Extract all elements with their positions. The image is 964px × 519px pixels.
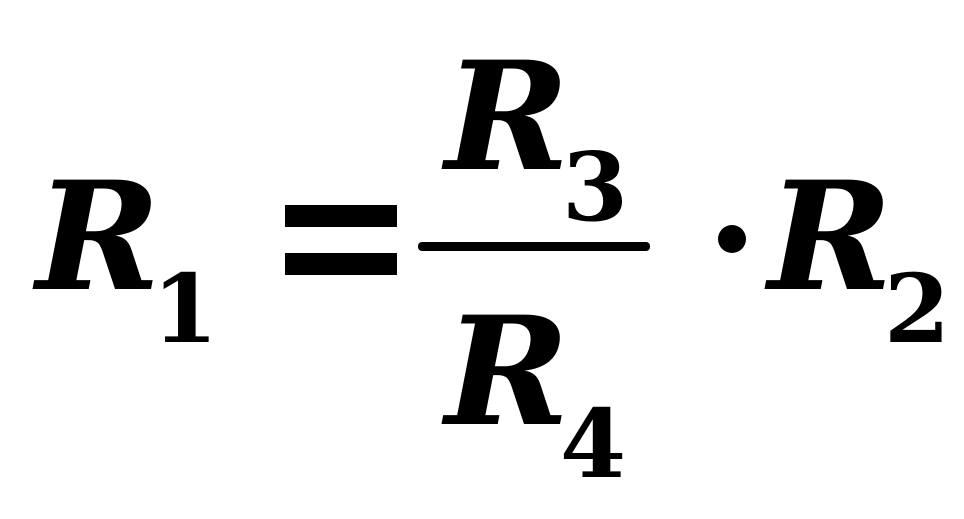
lhs-subscript: 1 xyxy=(152,254,219,365)
multiplication-dot xyxy=(718,225,746,253)
fraction-bar xyxy=(418,242,650,251)
equals-bar-bottom xyxy=(285,253,397,275)
factor-variable: R xyxy=(768,149,893,325)
equals-sign xyxy=(285,205,397,275)
equals-bar-top xyxy=(285,205,397,227)
denominator-variable: R xyxy=(445,284,570,460)
denominator-subscript: 4 xyxy=(560,389,627,500)
lhs-variable: R xyxy=(36,149,161,325)
factor-subscript: 2 xyxy=(884,254,951,365)
numerator-subscript: 3 xyxy=(562,132,629,243)
numerator-variable: R xyxy=(445,29,570,205)
